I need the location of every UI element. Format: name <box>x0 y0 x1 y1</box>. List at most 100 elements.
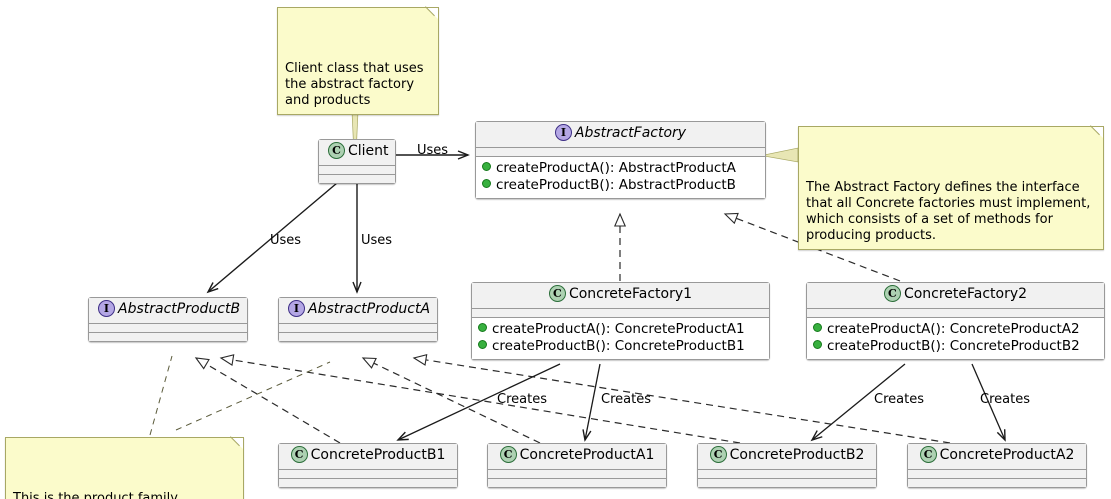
class-attributes-compartment <box>807 308 1104 318</box>
note-leader-productfamily-b <box>149 355 173 436</box>
edge-label-creates-concreteproducta2: Creates <box>980 392 1030 407</box>
class-attributes-compartment <box>488 469 666 479</box>
class-badge-icon: C <box>709 446 727 463</box>
class-methods-compartment <box>319 174 395 183</box>
class-attributes-compartment <box>698 469 876 479</box>
note-client-text: Client class that uses the abstract fact… <box>285 61 424 108</box>
edge-concreteproductb2-realizes-abstractproductb <box>221 358 741 444</box>
class-name-concreteproducta1: ConcreteProductA1 <box>519 447 655 463</box>
class-methods-compartment: createProductA(): AbstractProductA creat… <box>476 156 765 198</box>
interface-badge-icon: I <box>98 300 115 317</box>
class-badge-icon: C <box>328 142 345 159</box>
edge-label-uses-abstractproducta: Uses <box>361 233 393 248</box>
edge-label-creates-concreteproducta1: Creates <box>601 392 651 407</box>
edge-label-creates-concreteproductb1: Creates <box>497 392 547 407</box>
class-name-concreteproducta2: ConcreteProductA2 <box>939 447 1075 463</box>
method-label: createProductA(): ConcreteProductA2 <box>827 320 1080 337</box>
method-label: createProductA(): ConcreteProductA1 <box>492 320 745 337</box>
class-badge-icon: C <box>499 446 517 463</box>
public-method-dot-icon <box>478 323 487 332</box>
class-methods-compartment: createProductA(): ConcreteProductA1 crea… <box>472 317 769 359</box>
method-label: createProductA(): AbstractProductA <box>496 159 736 176</box>
class-methods-compartment <box>908 478 1086 487</box>
method-row: createProductB(): AbstractProductB <box>482 177 759 194</box>
method-label: createProductB(): ConcreteProductB2 <box>827 337 1080 354</box>
method-label: createProductB(): ConcreteProductB1 <box>492 337 745 354</box>
class-name-abstractfactory: AbstractFactory <box>574 125 687 141</box>
note-fold-icon <box>427 8 438 19</box>
public-method-dot-icon <box>478 340 487 349</box>
class-name-concreteproductb1: ConcreteProductB1 <box>310 447 446 463</box>
class-methods-compartment <box>279 332 437 341</box>
class-name-concretefactory1: ConcreteFactory1 <box>568 286 693 302</box>
public-method-dot-icon <box>482 162 491 171</box>
note-abstract-factory: The Abstract Factory defines the interfa… <box>798 116 1110 250</box>
class-badge-icon: C <box>548 285 566 302</box>
method-label: createProductB(): AbstractProductB <box>496 176 736 193</box>
interface-badge-icon: I <box>554 124 572 141</box>
method-row: createProductA(): ConcreteProductA1 <box>478 321 763 338</box>
method-row: createProductB(): ConcreteProductB2 <box>813 338 1098 355</box>
class-attributes-compartment <box>279 323 437 333</box>
class-attributes-compartment <box>319 165 395 175</box>
class-name-client: Client <box>348 143 389 159</box>
edge-label-uses-abstractfactory: Uses <box>417 143 449 158</box>
public-method-dot-icon <box>813 340 822 349</box>
class-methods-compartment <box>488 478 666 487</box>
class-badge-icon: C <box>919 446 937 463</box>
class-name-concretefactory2: ConcreteFactory2 <box>903 286 1028 302</box>
edge-concreteproductb1-realizes-abstractproductb <box>196 358 341 444</box>
class-attributes-compartment <box>89 323 247 333</box>
method-row: createProductA(): ConcreteProductA2 <box>813 321 1098 338</box>
note-client: Client class that uses the abstract fact… <box>277 0 445 115</box>
class-methods-compartment <box>279 478 457 487</box>
method-row: createProductA(): AbstractProductA <box>482 160 759 177</box>
class-badge-icon: C <box>883 285 901 302</box>
class-methods-compartment <box>698 478 876 487</box>
class-methods-compartment <box>89 332 247 341</box>
edge-concretefactory1-creates-concreteproducta1 <box>582 363 601 442</box>
edge-label-creates-concreteproductb2: Creates <box>874 392 924 407</box>
method-row: createProductB(): ConcreteProductB1 <box>478 338 763 355</box>
edge-label-uses-abstractproductb: Uses <box>270 233 302 248</box>
edge-concreteproducta2-realizes-abstractproducta <box>414 358 951 444</box>
note-leader-productfamily-a <box>175 361 331 431</box>
class-badge-icon: C <box>290 446 308 463</box>
class-name-abstractproductb: AbstractProductB <box>118 301 241 317</box>
public-method-dot-icon <box>813 323 822 332</box>
class-name-abstractproducta: AbstractProductA <box>308 301 431 317</box>
note-leader-factory <box>763 147 799 163</box>
class-attributes-compartment <box>908 469 1086 479</box>
class-methods-compartment: createProductA(): ConcreteProductA2 crea… <box>807 317 1104 359</box>
note-product-family: This is the product family. Each concret… <box>5 427 250 499</box>
note-abstract-factory-text: The Abstract Factory defines the interfa… <box>806 180 1091 243</box>
class-attributes-compartment <box>472 308 769 318</box>
class-attributes-compartment <box>279 469 457 479</box>
note-fold-icon <box>232 438 243 449</box>
public-method-dot-icon <box>482 179 491 188</box>
note-fold-icon <box>1092 127 1103 138</box>
interface-badge-icon: I <box>288 300 305 317</box>
class-name-concreteproductb2: ConcreteProductB2 <box>729 447 865 463</box>
